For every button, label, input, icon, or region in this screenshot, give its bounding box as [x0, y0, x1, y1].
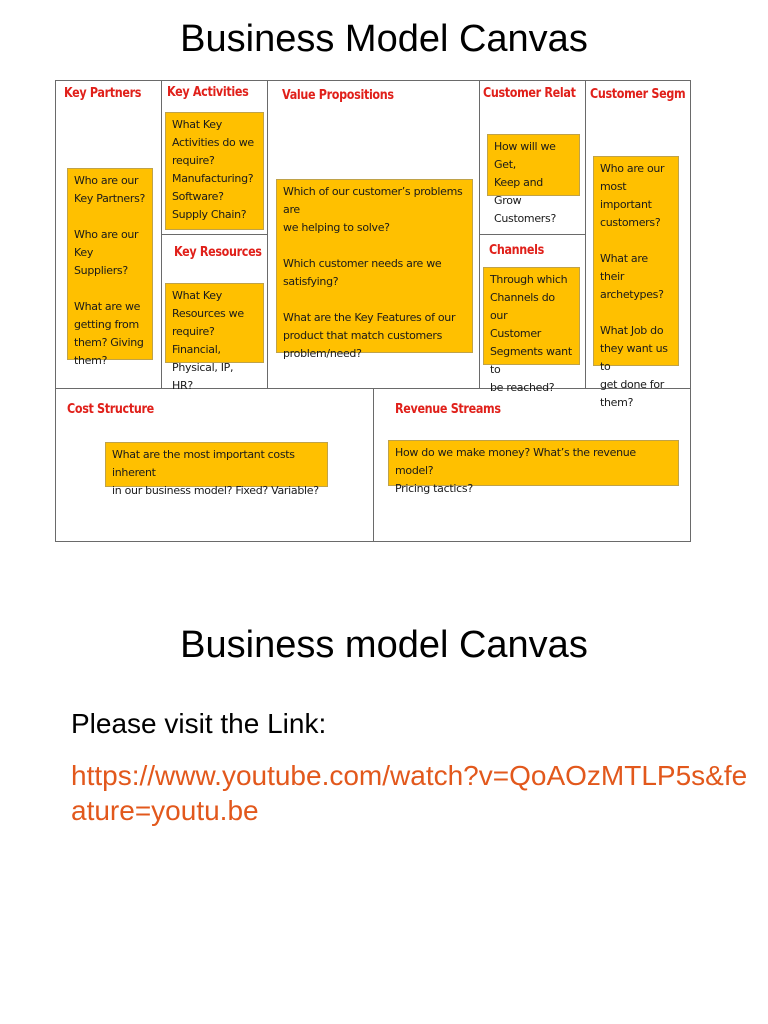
divider	[161, 234, 267, 235]
key-activities-note: What Key Activities do we require? Manuf…	[165, 112, 264, 230]
value-propositions-note: Which of our customer’s problems are we …	[276, 179, 473, 360]
divider	[479, 234, 585, 235]
divider	[267, 80, 268, 388]
divider	[55, 388, 691, 389]
customer-segments-heading: Customer Segm	[590, 87, 686, 102]
channels-heading: Channels	[489, 243, 544, 258]
visit-link-prompt: Please visit the Link:	[71, 708, 327, 739]
business-model-canvas: Key Partners Who are our Key Partners? W…	[55, 80, 691, 542]
youtube-link[interactable]: https://www.youtube.com/watch?v=QoAOzMTL…	[71, 760, 748, 826]
customer-relationships-note: How will we Get, Keep and Grow Customers…	[487, 134, 580, 225]
key-partners-heading: Key Partners	[64, 86, 142, 101]
value-propositions-heading: Value Propositions	[282, 88, 394, 103]
key-activities-heading: Key Activities	[167, 85, 249, 100]
revenue-streams-note: How do we make money? What’s the revenue…	[388, 440, 679, 495]
customer-relationships-heading: Customer Relat	[483, 86, 576, 101]
cost-structure-note: What are the most important costs inhere…	[105, 442, 328, 497]
divider	[373, 388, 374, 542]
customer-segments-note: Who are our most important customers? Wh…	[593, 156, 679, 409]
cost-structure-heading: Cost Structure	[67, 402, 154, 417]
key-resources-heading: Key Resources	[174, 245, 262, 260]
channels-note: Through which Channels do our Customer S…	[483, 267, 580, 394]
section-title: Business model Canvas	[180, 624, 588, 666]
page-title: Business Model Canvas	[180, 18, 588, 60]
revenue-streams-heading: Revenue Streams	[395, 402, 501, 417]
divider	[585, 80, 586, 388]
key-resources-note: What Key Resources we require? Financial…	[165, 283, 264, 392]
key-partners-note: Who are our Key Partners? Who are our Ke…	[67, 168, 153, 367]
